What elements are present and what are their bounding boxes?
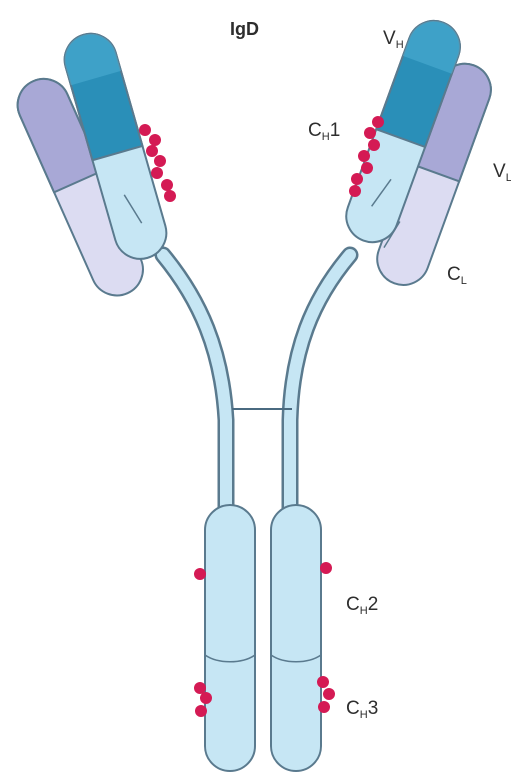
glycan-dot (149, 134, 161, 146)
left-fab-arm (9, 28, 172, 304)
glycan-dot (323, 688, 335, 700)
hinge-region (163, 255, 350, 510)
label-vl: VL (493, 161, 511, 184)
glycan-dot (317, 676, 329, 688)
glycan-dot (320, 562, 332, 574)
glycan-dot (164, 190, 176, 202)
label-vh: VH (383, 28, 404, 51)
glycan-dot (151, 167, 163, 179)
glycan-dot (194, 682, 206, 694)
glycan-dot (146, 145, 158, 157)
glycan-dot (161, 179, 173, 191)
glycan-dot (364, 127, 376, 139)
fc-region (205, 505, 321, 771)
fc-left-chain (205, 505, 255, 771)
label-cl: CL (447, 264, 467, 287)
diagram-title: IgD (230, 19, 259, 39)
glycan-dot (368, 139, 380, 151)
glycan-dot (139, 124, 151, 136)
label-ch1: CH1 (308, 120, 340, 143)
fc-right-chain (271, 505, 321, 771)
glycan-dot (372, 116, 384, 128)
glycan-dot (358, 150, 370, 162)
label-ch3: CH3 (346, 698, 378, 721)
glycan-dot (194, 568, 206, 580)
glycan-dot (154, 155, 166, 167)
glycan-dot (195, 705, 207, 717)
glycan-dot (361, 162, 373, 174)
glycan-dot (351, 173, 363, 185)
glycan-dot (349, 185, 361, 197)
label-ch2: CH2 (346, 594, 378, 617)
glycan-dot (200, 692, 212, 704)
glycan-dot (318, 701, 330, 713)
